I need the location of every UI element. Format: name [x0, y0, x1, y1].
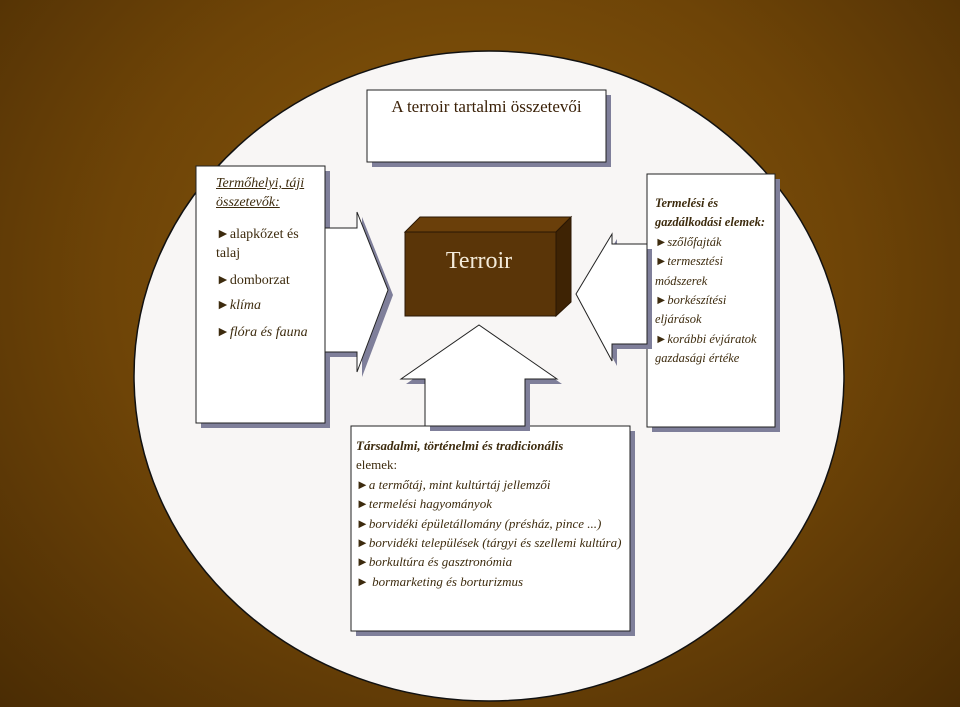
- left-item: ►klíma: [216, 298, 261, 313]
- bottom-box: [350, 425, 631, 632]
- bottom-item: ►termelési hagyományok: [356, 496, 492, 512]
- bottom-item: ►borvidéki települések (tárgyi és szelle…: [356, 535, 622, 551]
- terroir-block-top: [403, 216, 573, 233]
- right-item: ►borkészítési eljárások: [655, 293, 727, 327]
- bottom-item: ►borkultúra és gasztronómia: [356, 554, 513, 570]
- right-item: ►szőlőfajták: [655, 234, 722, 249]
- right-item: ►termesztési módszerek: [655, 254, 723, 288]
- left-item: ►domborzat: [216, 273, 290, 288]
- bottom-item: ►borvidéki épületállomány (présház, pinc…: [356, 515, 602, 531]
- right-item: ►korábbi évjáratok gazdasági értéke: [655, 331, 757, 366]
- terroir-label: Terroir: [445, 248, 513, 274]
- bottom-heading: Társadalmi, történelmi és tradicionális: [356, 438, 564, 453]
- diagram-title: A terroir tartalmi összetevői: [391, 97, 582, 116]
- right-arrow: [575, 232, 648, 362]
- bottom-content: Társadalmi, történelmi és tradicionális …: [356, 436, 626, 591]
- left-box: [195, 165, 326, 424]
- left-arrow: [324, 211, 389, 373]
- left-item: ►flóra és fauna: [216, 325, 308, 340]
- left-content: Termőhelyi, táji összetevők: ►alapkőzet …: [216, 174, 326, 350]
- terroir-block-side: [555, 215, 572, 318]
- right-heading: Termelési és gazdálkodási elemek:: [655, 196, 766, 230]
- right-box: [646, 173, 776, 428]
- bottom-item: ► bormarketing és borturizmus: [356, 573, 524, 589]
- right-content: Termelési és gazdálkodási elemek: ►szőlő…: [655, 194, 773, 369]
- up-arrow: [399, 324, 559, 427]
- bottom-subheading: elemek:: [356, 457, 398, 473]
- terroir-block-front: [404, 231, 557, 317]
- left-item: ►alapkőzet és talaj: [216, 227, 299, 261]
- bottom-item: ►a termőtáj, mint kultúrtáj jellemzői: [356, 476, 551, 492]
- title-box: [366, 89, 607, 163]
- left-heading: Termőhelyi, táji összetevők:: [216, 176, 305, 210]
